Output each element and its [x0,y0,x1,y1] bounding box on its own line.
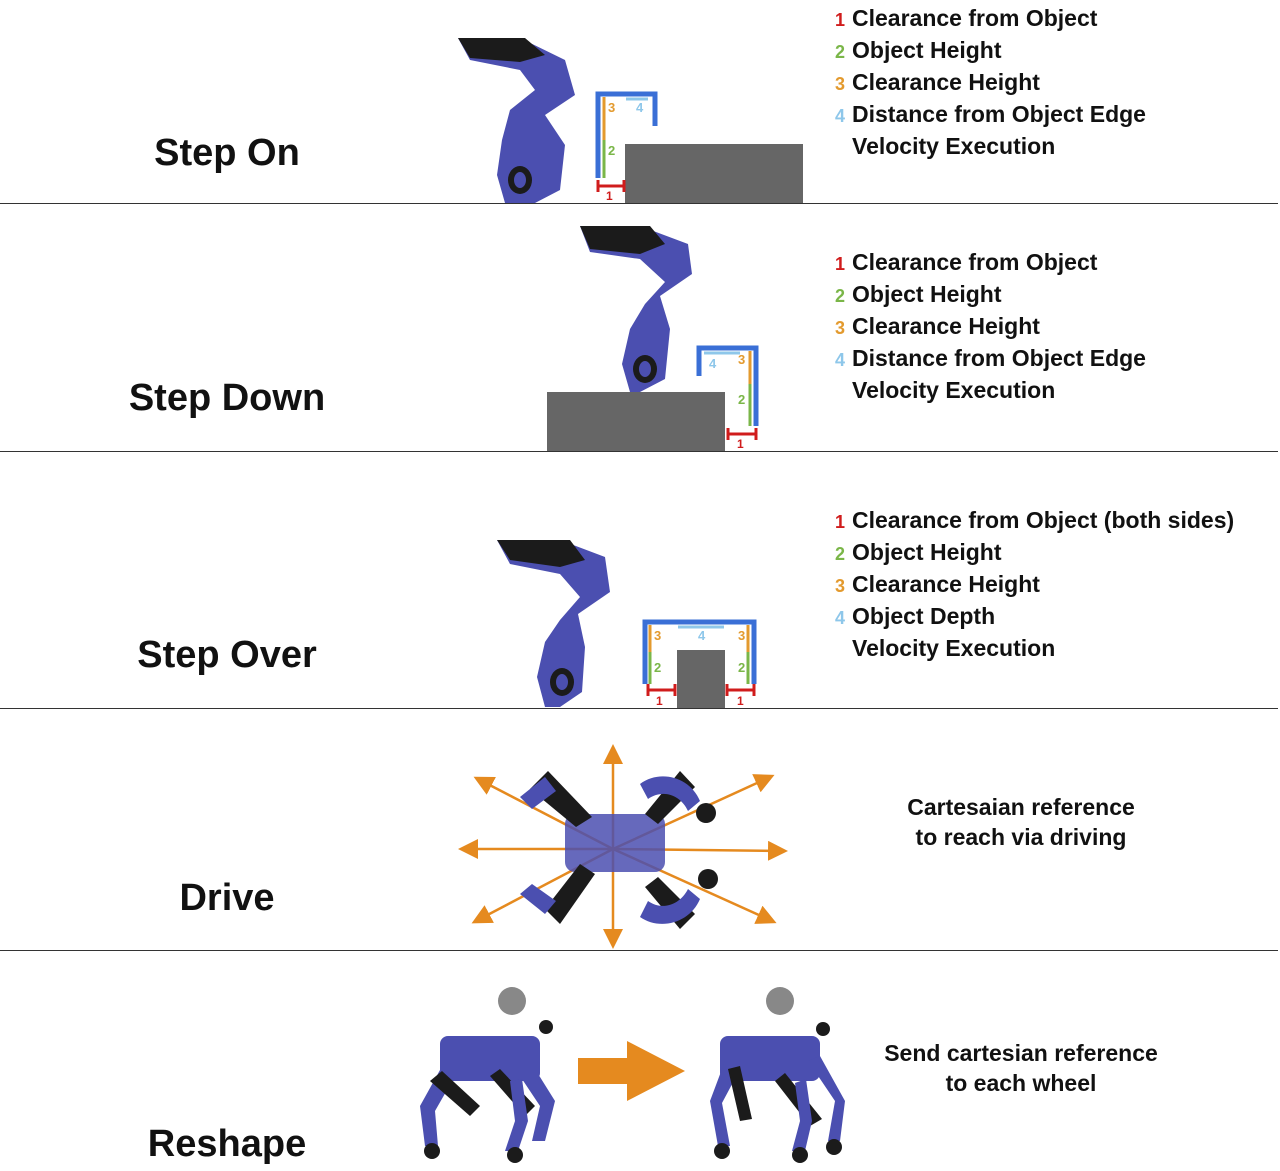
reshape-diagram [420,987,845,1163]
label-1: 1 [737,437,744,451]
legend-item: Velocity Execution [835,633,1234,663]
step-down-section: Step Down 3 4 2 1 1 Clearance from Object… [0,204,1280,451]
legend-number: 1 [835,10,846,30]
legend-item: 1 Clearance from Object (both sides) [835,505,1234,537]
robot-after [710,987,845,1163]
legend-label: Clearance from Object [852,5,1098,31]
legend-item: 3 Clearance Height [835,569,1234,601]
legend-item: 3 Clearance Height [835,67,1146,99]
label-3: 3 [738,628,745,643]
drive-section: Drive [0,709,1280,950]
legend-number: 4 [835,350,846,370]
note-line: to each wheel [945,1070,1097,1096]
legend-number: 3 [835,318,846,338]
legend-label: Clearance Height [852,69,1040,95]
legend-number: 1 [835,254,846,274]
step-over-diagram: 3 4 3 2 2 1 1 [497,540,757,708]
reshape-note: Send cartesian reference to each wheel [884,1038,1158,1098]
legend-number: 4 [835,608,846,628]
legend-label: Clearance Height [852,313,1040,339]
reshape-title: Reshape [147,1123,307,1165]
legend-label: Velocity Execution [852,133,1056,159]
reshape-arrow [578,1041,685,1101]
label-4: 4 [636,100,644,115]
legend-label: Object Depth [852,603,996,629]
legend-number: 3 [835,576,846,596]
reshape-section: Reshape Send [0,951,1280,1171]
label-4: 4 [698,628,706,643]
note-line: Cartesaian reference [907,794,1135,820]
legend-label: Clearance from Object [852,249,1098,275]
step-on-diagram: 3 4 2 1 [458,38,803,203]
legend-label: Distance from Object Edge [852,345,1146,371]
step-over-section: Step Over 3 4 3 2 2 1 1 1 Clearance from … [0,452,1280,708]
label-1: 1 [606,189,613,203]
robot-before [420,987,555,1163]
legend-item: 4 Distance from Object Edge [835,99,1146,131]
label-4: 4 [709,356,717,371]
label-2: 2 [738,392,745,407]
legend-item: 3 Clearance Height [835,311,1146,343]
label-3: 3 [608,100,615,115]
legend-number: 3 [835,74,846,94]
obstacle-block [677,650,725,708]
legend-item: 2 Object Height [835,279,1146,311]
drive-title: Drive [179,877,275,919]
legend-number: 2 [835,544,846,564]
legend-label: Velocity Execution [852,635,1056,661]
legend-item: Velocity Execution [835,131,1146,161]
step-on-title: Step On [154,132,300,174]
section-divider [0,950,1278,951]
step-down-title: Step Down [128,377,326,419]
label-3: 3 [654,628,661,643]
section-divider [0,203,1278,204]
legend-label: Object Height [852,539,1002,565]
robot-leg [580,226,692,392]
legend-item: 4 Distance from Object Edge [835,343,1146,375]
note-line: Send cartesian reference [884,1040,1158,1066]
step-trajectory [642,619,757,684]
label-3: 3 [738,352,745,367]
legend-label: Clearance from Object (both sides) [852,507,1235,533]
legend-number: 2 [835,42,846,62]
obstacle-block [547,392,725,451]
robot-leg [458,38,575,203]
legend-item: 1 Clearance from Object [835,247,1146,279]
step-trajectory [696,345,759,426]
obstacle-block [625,144,803,203]
section-divider [0,451,1278,452]
legend-label: Velocity Execution [852,377,1056,403]
drive-note: Cartesaian reference to reach via drivin… [907,792,1135,852]
step-down-diagram: 3 4 2 1 [547,226,759,451]
step-on-section: Step On 3 4 2 1 1 Clearance from Object 2… [0,0,1280,203]
legend-item: 4 Object Depth [835,601,1234,633]
step-trajectory [595,91,658,178]
legend-item: 2 Object Height [835,35,1146,67]
label-2: 2 [608,143,615,158]
drive-diagram [458,744,788,949]
legend-number: 4 [835,106,846,126]
label-1: 1 [656,694,663,708]
label-2: 2 [654,660,661,675]
robot-leg [497,540,610,707]
legend-item: 2 Object Height [835,537,1234,569]
legend-label: Distance from Object Edge [852,101,1146,127]
legend-number: 1 [835,512,846,532]
label-2: 2 [738,660,745,675]
legend-label: Object Height [852,281,1002,307]
legend-item: 1 Clearance from Object [835,3,1146,35]
step-over-title: Step Over [137,634,317,676]
legend-item: Velocity Execution [835,375,1146,405]
legend-number: 2 [835,286,846,306]
section-divider [0,708,1278,709]
label-1: 1 [737,694,744,708]
legend-label: Object Height [852,37,1002,63]
note-line: to reach via driving [915,824,1127,850]
robot-top-view [520,771,718,929]
legend-label: Clearance Height [852,571,1040,597]
